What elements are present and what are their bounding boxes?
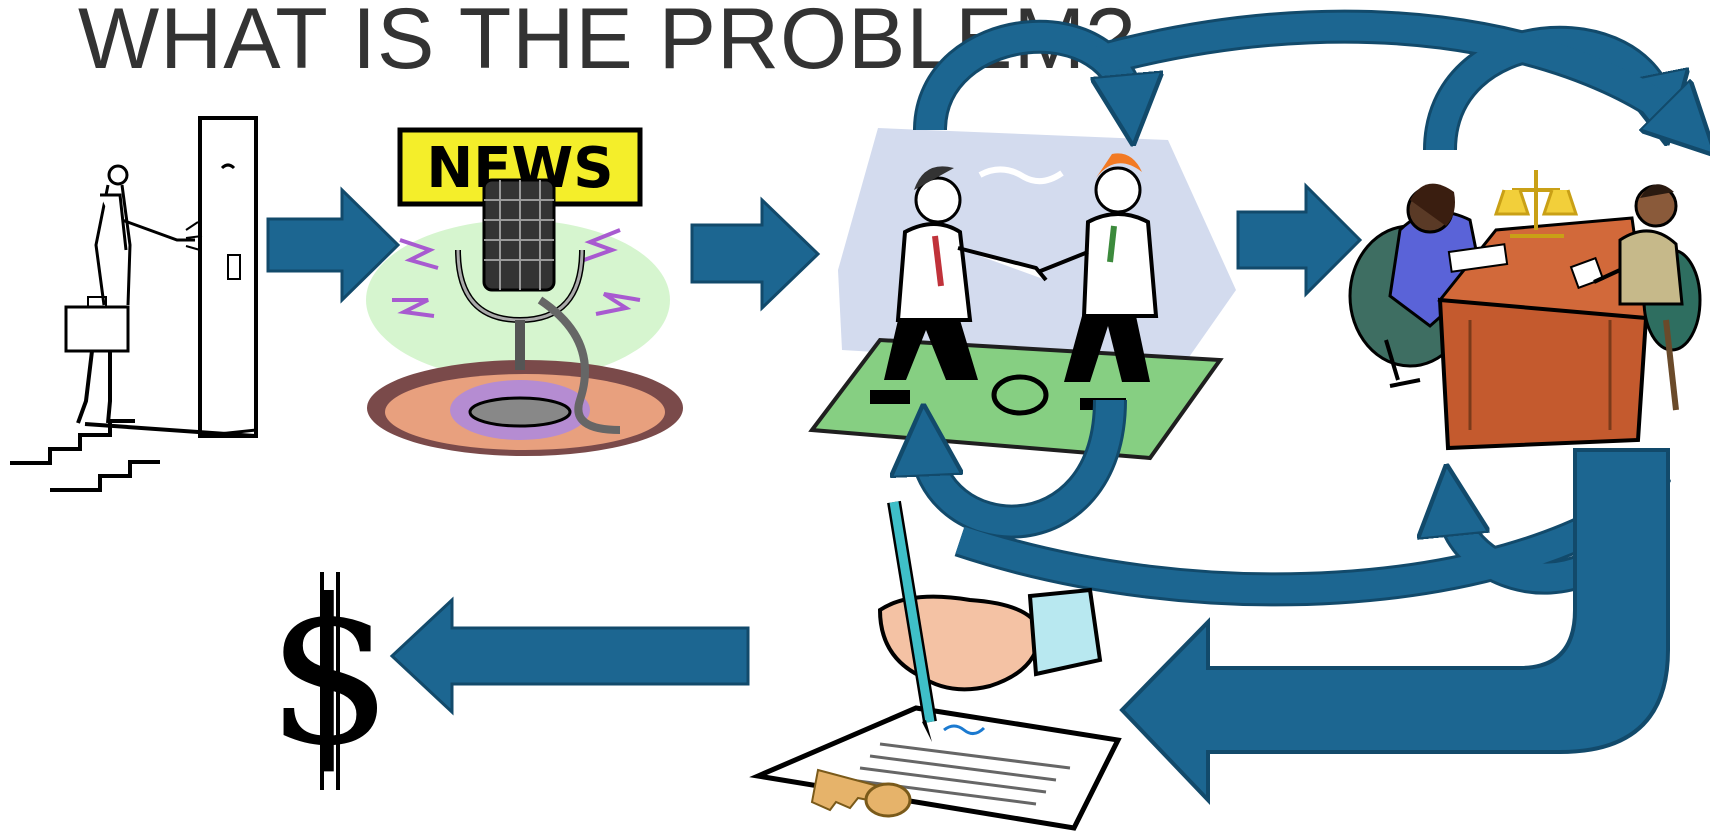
lawyer-meeting-icon: [1348, 170, 1702, 451]
signing-document-icon: [749, 500, 1122, 831]
dollar-sign-icon: $: [266, 557, 394, 790]
arrow-3: [1236, 182, 1363, 298]
arrow-1: [266, 186, 401, 304]
news-microphone-icon: NEWS: [366, 127, 683, 456]
arrow-2: [690, 196, 821, 312]
handshake-on-money-icon: [808, 128, 1236, 461]
man-at-door-icon: [10, 116, 258, 492]
dollar-sign-label: $: [266, 557, 393, 790]
return-arrow: [1119, 448, 1670, 805]
arrow-to-dollar: [389, 596, 750, 716]
